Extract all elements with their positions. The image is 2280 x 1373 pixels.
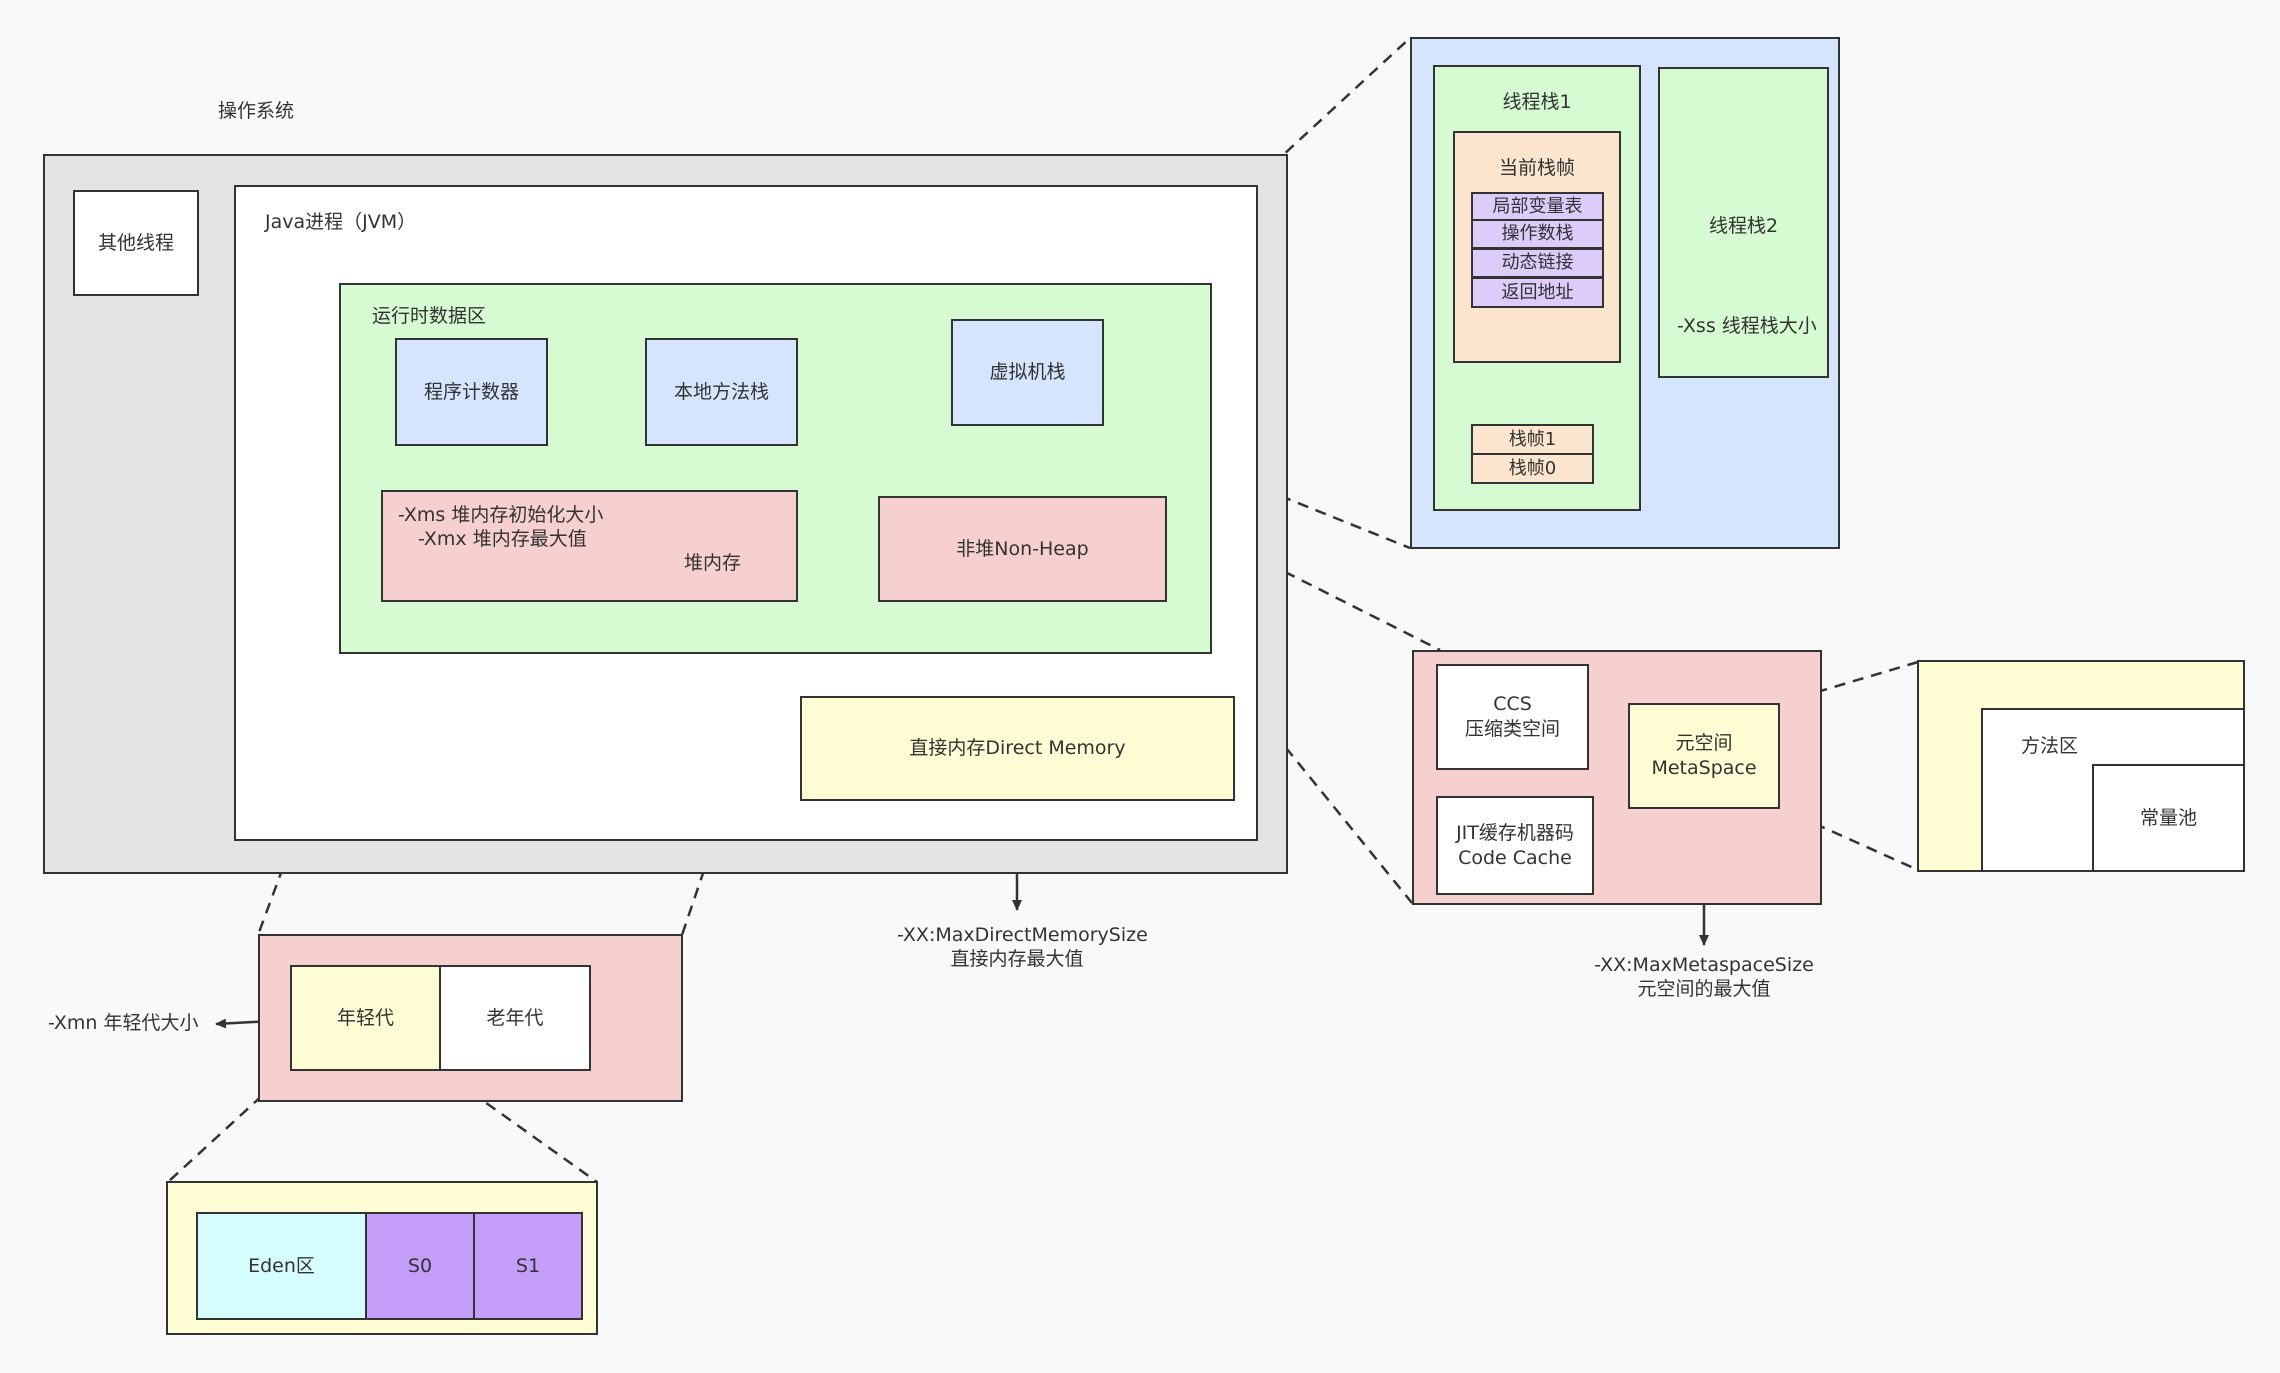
other-thread-box: 其他线程 <box>73 190 199 296</box>
ccs-line1: CCS <box>1493 693 1532 716</box>
thread-stack-1-label: 线程栈1 <box>1502 91 1572 113</box>
eden-box: Eden区 <box>196 1212 367 1320</box>
frame-item-label: 操作数栈 <box>1501 223 1574 245</box>
metaspace-line1: 元空间 <box>1675 732 1733 755</box>
metaspace-param-desc: 元空间的最大值 <box>1637 978 1771 1000</box>
metaspace-box: 元空间 MetaSpace <box>1628 703 1780 809</box>
constant-pool-box: 常量池 <box>2092 764 2245 872</box>
thread-stack-2: 线程栈2 -Xss 线程栈大小 <box>1658 67 1829 378</box>
frame-item-local-vars: 局部变量表 <box>1471 192 1604 221</box>
stack-frame-0: 栈帧0 <box>1471 453 1594 484</box>
direct-memory-param-desc: 直接内存最大值 <box>950 948 1084 970</box>
heap-box: -Xms 堆内存初始化大小 -Xmx 堆内存最大值 堆内存 <box>381 490 798 602</box>
jit-line1: JIT缓存机器码 <box>1456 821 1574 844</box>
metaspace-line2: MetaSpace <box>1651 757 1757 779</box>
xss-label: -Xss 线程栈大小 <box>1677 315 1817 337</box>
frame-item-return-address: 返回地址 <box>1471 277 1604 308</box>
survivor-1-label: S1 <box>515 1254 541 1277</box>
eden-label: Eden区 <box>248 1254 315 1277</box>
stack-frame-label: 栈帧0 <box>1508 457 1557 479</box>
os-title: 操作系统 <box>218 100 295 122</box>
old-gen-box: 老年代 <box>439 965 591 1071</box>
old-gen-label: 老年代 <box>486 1006 544 1029</box>
other-thread-label: 其他线程 <box>97 231 174 254</box>
frame-item-label: 动态链接 <box>1501 252 1574 274</box>
stack-frame-label: 栈帧1 <box>1508 428 1557 450</box>
pc-register-box: 程序计数器 <box>395 338 548 446</box>
frame-item-operand-stack: 操作数栈 <box>1471 219 1604 249</box>
survivor-0-box: S0 <box>365 1212 475 1320</box>
direct-memory-param: -XX:MaxDirectMemorySize <box>897 924 1148 946</box>
native-stack-label: 本地方法栈 <box>673 380 769 403</box>
heap-xms-label: -Xms 堆内存初始化大小 <box>398 504 604 526</box>
frame-item-label: 局部变量表 <box>1492 195 1583 217</box>
direct-memory-label: 直接内存Direct Memory <box>909 737 1126 760</box>
survivor-1-box: S1 <box>473 1212 583 1320</box>
ccs-box: CCS 压缩类空间 <box>1436 664 1589 770</box>
young-gen-label: 年轻代 <box>336 1006 394 1029</box>
runtime-title: 运行时数据区 <box>372 305 487 327</box>
young-gen-box: 年轻代 <box>290 965 441 1071</box>
constant-pool-label: 常量池 <box>2139 806 2197 829</box>
thread-stack-2-label: 线程栈2 <box>1708 215 1779 237</box>
pc-register-label: 程序计数器 <box>423 380 519 403</box>
metaspace-param: -XX:MaxMetaspaceSize <box>1594 954 1814 976</box>
non-heap-label: 非堆Non-Heap <box>956 537 1089 560</box>
code-cache-box: JIT缓存机器码 Code Cache <box>1436 796 1594 895</box>
vm-stack-label: 虚拟机栈 <box>989 361 1066 384</box>
current-frame-label: 当前栈帧 <box>1498 157 1575 179</box>
jvm-title: Java进程（JVM） <box>265 211 417 233</box>
survivor-0-label: S0 <box>407 1254 433 1277</box>
stack-frame-1: 栈帧1 <box>1471 424 1594 455</box>
frame-item-dynamic-link: 动态链接 <box>1471 248 1604 278</box>
native-stack-box: 本地方法栈 <box>645 338 798 446</box>
vm-stack-box: 虚拟机栈 <box>951 319 1104 426</box>
heap-name-label: 堆内存 <box>684 552 742 574</box>
heap-xmx-label: -Xmx 堆内存最大值 <box>418 528 587 550</box>
non-heap-box: 非堆Non-Heap <box>878 496 1167 602</box>
method-area-label: 方法区 <box>2021 735 2079 757</box>
xmn-label: -Xmn 年轻代大小 <box>48 1012 199 1034</box>
frame-item-label: 返回地址 <box>1501 281 1574 303</box>
jit-line2: Code Cache <box>1458 846 1572 869</box>
ccs-line2: 压缩类空间 <box>1464 718 1560 740</box>
direct-memory-box: 直接内存Direct Memory <box>800 696 1235 801</box>
